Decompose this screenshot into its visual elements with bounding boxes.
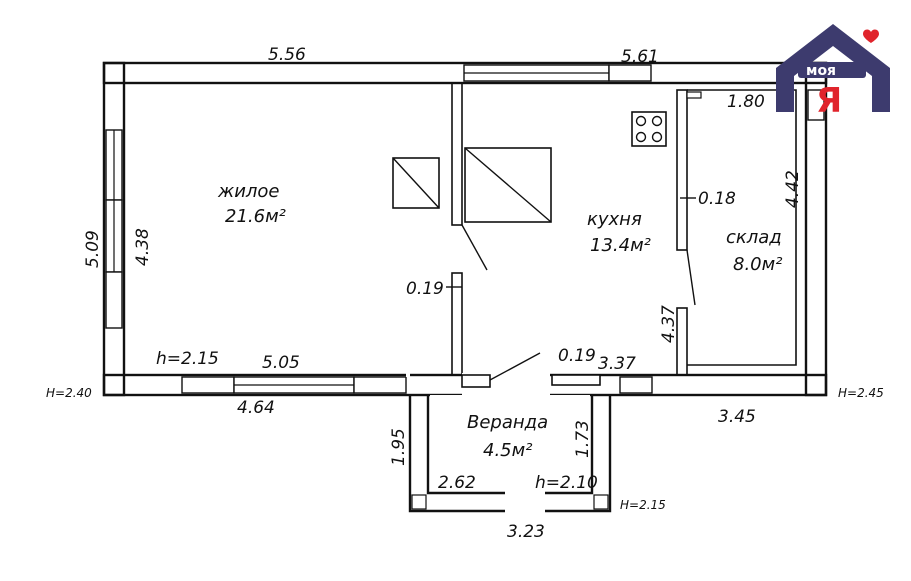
dim-left-door-height: h=2.15 — [156, 349, 219, 369]
dim-top-left: 5.56 — [268, 45, 306, 65]
room-name-living: жилое — [217, 181, 280, 202]
dim-bottom-inner-right: 3.37 — [598, 354, 636, 374]
veranda-walls — [406, 352, 612, 513]
room-name-storage: склад — [726, 227, 782, 248]
room-area-storage: 8.0м² — [733, 254, 782, 275]
dim-kitchen-wall: 0.18 — [698, 189, 736, 209]
dim-veranda-inner-width: 2.62 — [438, 473, 476, 493]
room-area-veranda: 4.5м² — [483, 440, 532, 461]
dim-height-veranda: H=2.15 — [620, 498, 666, 512]
dim-height-left: H=2.40 — [46, 386, 92, 400]
dim-bottom-outer-right: 3.45 — [718, 407, 756, 427]
dim-bottom-outer-left: 4.64 — [237, 398, 275, 418]
dim-bottom-inner-left: 5.05 — [262, 353, 300, 373]
partitions — [451, 82, 797, 376]
oven-box — [464, 147, 552, 223]
room-name-veranda: Веранда — [467, 412, 548, 433]
dim-kitchen-storage-wall: 4.37 — [659, 305, 679, 343]
dim-veranda-outer-width: 3.23 — [507, 522, 545, 542]
dim-storage-top: 1.80 — [727, 92, 765, 112]
dim-left-outer: 5.09 — [83, 230, 103, 268]
dim-veranda-left: 1.95 — [389, 428, 409, 466]
cooktop-icon — [631, 111, 667, 147]
room-name-kitchen: кухня — [587, 209, 642, 230]
stove-box — [392, 157, 440, 209]
dim-veranda-wall: 0.19 — [558, 346, 596, 366]
dim-veranda-right: 1.73 — [573, 420, 593, 458]
dim-height-right: H=2.45 — [838, 386, 884, 400]
windows — [105, 64, 825, 394]
dim-veranda-door-height: h=2.10 — [535, 473, 598, 493]
room-area-kitchen: 13.4м² — [590, 235, 651, 256]
dim-left-inner: 4.38 — [133, 228, 153, 266]
brand-logo: моя Я — [776, 24, 890, 121]
dim-top-right: 5.61 — [621, 47, 659, 67]
dim-storage-height: 4.42 — [783, 170, 803, 208]
heart-icon — [863, 29, 879, 43]
dim-partition-left: 0.19 — [406, 279, 444, 299]
logo-text-top: моя — [806, 63, 836, 79]
logo-text-bottom: Я — [816, 81, 842, 121]
room-area-living: 21.6м² — [225, 206, 286, 227]
